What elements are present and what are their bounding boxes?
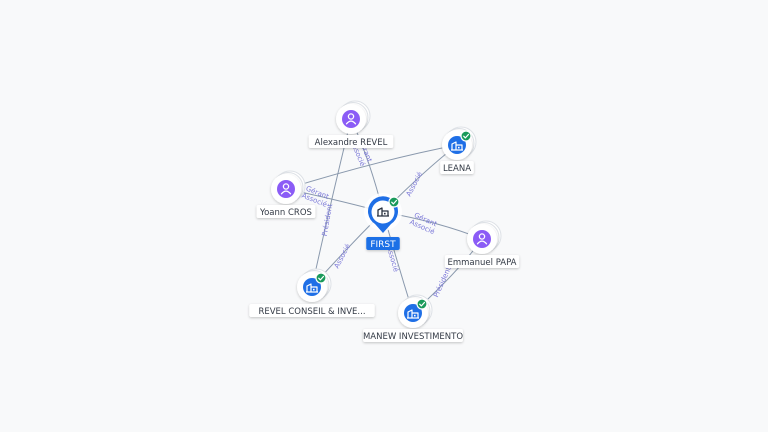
node-label-bg <box>363 329 463 342</box>
edge-label-group: Président <box>432 265 453 298</box>
building-icon-glyph <box>306 283 318 293</box>
node-alexandre-revel[interactable]: Alexandre REVEL <box>308 100 394 148</box>
center-node-label-bg <box>366 237 400 250</box>
edge-label: Président <box>321 203 335 237</box>
user-icon-body <box>280 190 292 195</box>
user-icon-head <box>347 113 355 120</box>
edge-label-group: Associé <box>405 171 424 198</box>
nodes-layer: Alexandre REVEL Yoann CROS LEANA Emmanuel P… <box>249 100 520 342</box>
center-building-icon <box>377 207 389 217</box>
node-label[interactable]: MANEW INVESTIMENTO <box>363 329 463 342</box>
node-label-bg <box>440 161 474 174</box>
verified-check-badge-icon <box>460 130 472 142</box>
node-revel-conseil-inve[interactable]: REVEL CONSEIL & INVE... <box>249 268 375 317</box>
node-label[interactable]: Emmanuel PAPA <box>444 255 520 268</box>
node-label-text: Emmanuel PAPA <box>447 258 516 268</box>
node-label[interactable]: Alexandre REVEL <box>308 135 394 148</box>
node-manew-investimento[interactable]: MANEW INVESTIMENTO <box>363 294 463 342</box>
edge-label-group: Associé <box>333 243 352 270</box>
user-icon-body <box>345 120 357 125</box>
building-icon-window <box>313 288 315 291</box>
edge-yoann-leana[interactable] <box>285 143 458 190</box>
user-icon-body <box>476 240 488 245</box>
node-label-bg <box>308 135 394 148</box>
node-yoann-cros[interactable]: Yoann CROS <box>256 170 316 218</box>
verified-check-badge-icon <box>315 272 327 284</box>
building-icon-glyph <box>451 141 463 151</box>
edge-label: Associé <box>405 171 424 198</box>
node-label-bg <box>256 205 316 218</box>
edge-label-group: Président <box>321 203 335 237</box>
building-icon-glyph <box>407 309 419 319</box>
verified-check-badge-icon <box>416 298 428 310</box>
node-label[interactable]: REVEL CONSEIL & INVE... <box>249 304 375 317</box>
edge-label: Associé <box>333 243 352 270</box>
node-label-text: MANEW INVESTIMENTO <box>363 332 463 342</box>
node-label[interactable]: Yoann CROS <box>256 205 316 218</box>
center-node-label[interactable]: FIRST <box>366 237 400 250</box>
node-label-bg <box>444 255 520 268</box>
node-label-text: LEANA <box>443 164 471 174</box>
building-icon-window <box>458 146 460 149</box>
node-label[interactable]: LEANA <box>440 161 474 174</box>
user-icon-head <box>478 233 486 240</box>
edge-line <box>285 143 458 190</box>
user-icon-head <box>282 183 290 190</box>
node-emmanuel-papa[interactable]: Emmanuel PAPA <box>444 220 520 268</box>
center-node-label-text: FIRST <box>370 240 396 250</box>
node-label-text: Yoann CROS <box>259 208 312 218</box>
center-pin-inner <box>371 200 395 224</box>
node-leana[interactable]: LEANA <box>440 126 477 174</box>
verified-check-badge-icon <box>388 196 400 208</box>
building-icon-window <box>414 314 416 317</box>
center-node[interactable]: FIRST <box>364 193 402 250</box>
node-label-text: REVEL CONSEIL & INVE... <box>258 307 365 317</box>
node-label-text: Alexandre REVEL <box>315 138 388 148</box>
edge-label: Président <box>432 265 453 298</box>
node-label-bg <box>249 304 375 317</box>
